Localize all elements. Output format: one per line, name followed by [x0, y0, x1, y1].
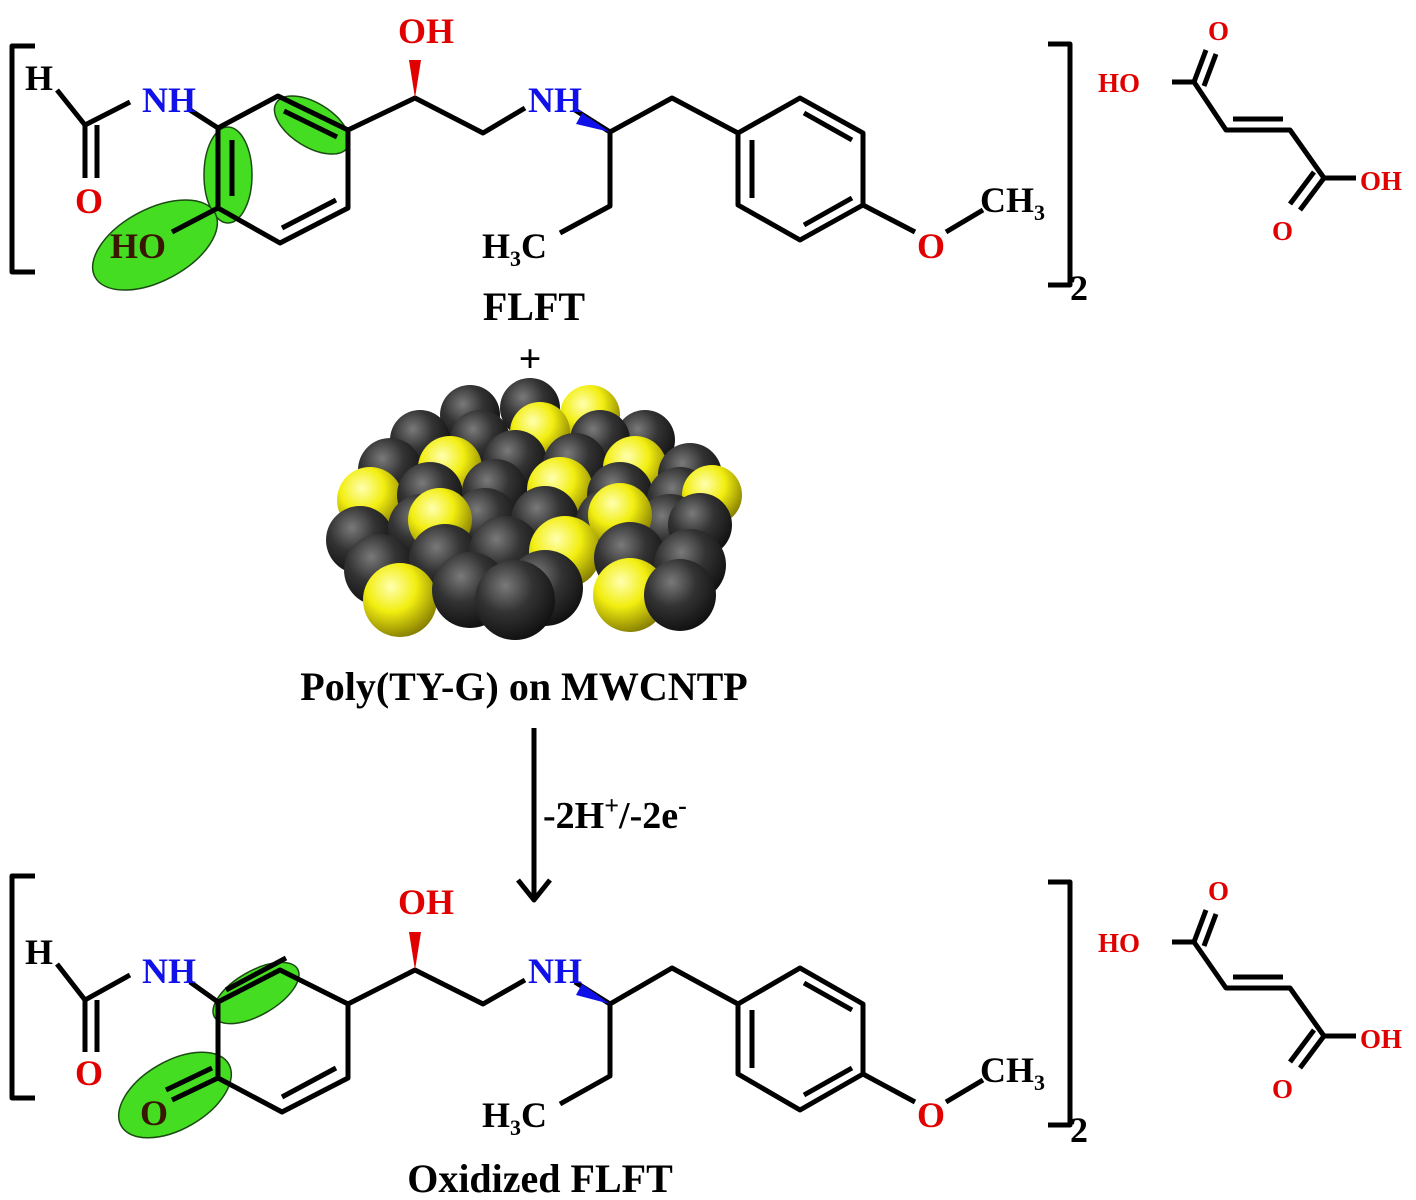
formyl-double-bond — [82, 1000, 100, 1052]
amine-nh-label: NH — [528, 951, 582, 991]
formyl-double-bond — [82, 125, 100, 178]
catalyst-sphere-cluster — [326, 378, 742, 640]
methoxy-bonds — [861, 202, 985, 235]
fumaric-acid-bottom: O HO OH O — [1098, 876, 1402, 1104]
amine-wedge — [576, 984, 610, 1004]
hydroxyl-label: OH — [398, 882, 454, 922]
quinone-highlight — [117, 1051, 233, 1139]
fumarate-carbonyl-lower — [1288, 170, 1326, 212]
fumarate-o-lower: O — [1272, 216, 1293, 246]
aldehyde-h-label: H — [25, 58, 53, 98]
amide-bond — [188, 979, 220, 1005]
benzyl-bonds — [608, 965, 740, 1007]
aldehyde-h-label: H — [25, 932, 53, 972]
aromatic-inner-bonds — [229, 108, 339, 231]
fumaric-acid-top: O HO OH O — [1098, 16, 1402, 246]
formyl-bonds — [55, 962, 132, 1003]
right-bracket — [1048, 41, 1073, 288]
amide-nh-label: NH — [142, 80, 196, 120]
methyl-label: CH3 — [980, 1050, 1045, 1095]
ethyl-h-label: H3C — [482, 226, 547, 271]
carbonyl-o-label: O — [75, 1053, 103, 1093]
hydroxyl-label: OH — [398, 11, 454, 51]
fumarate-acid-left: HO — [1098, 68, 1140, 98]
amide-nh-label: NH — [142, 951, 196, 991]
hydroxyl-wedge — [409, 932, 421, 970]
formyl-bonds — [55, 88, 132, 128]
methoxyphenyl-ring — [735, 95, 866, 243]
amide-bond — [188, 107, 220, 131]
phenol-bond — [170, 205, 220, 235]
ether-o-label: O — [917, 226, 945, 266]
fumarate-o-lower: O — [1272, 1074, 1293, 1104]
fumarate-o-upper: O — [1208, 876, 1229, 906]
ethyl-h-label: H3C — [482, 1095, 547, 1140]
methoxyphenyl-inner-bonds — [749, 980, 854, 1098]
fumarate-carbonyl-upper — [1191, 909, 1219, 947]
plus-sign: + — [519, 336, 542, 381]
right-bracket — [1048, 879, 1073, 1128]
dark-sphere — [644, 559, 716, 631]
fumarate-chain — [1172, 939, 1356, 1039]
arrow-head — [516, 878, 552, 903]
fumarate-acid-right: OH — [1360, 166, 1402, 196]
fumarate-acid-right: OH — [1360, 1024, 1402, 1054]
methoxyphenyl-ring — [735, 965, 866, 1113]
hydroxyl-wedge — [409, 60, 421, 98]
benzyl-bonds — [608, 95, 740, 136]
amine-nh-label: NH — [528, 80, 582, 120]
side-chain-bonds — [346, 967, 527, 1007]
reactant-name: FLFT — [483, 284, 586, 329]
fumarate-acid-left: HO — [1098, 928, 1140, 958]
quinone-o-label: O — [140, 1093, 168, 1133]
reactant-multiplier: 2 — [1070, 268, 1088, 308]
reactant-flft: H O NH HO OH NH H3C O CH3 2 — [9, 11, 1088, 308]
fumarate-o-upper: O — [1208, 16, 1229, 46]
methoxyphenyl-inner-bonds — [749, 110, 854, 228]
product-multiplier: 2 — [1070, 1110, 1088, 1150]
product-oxidized-flft: H O NH O OH NH H3C O CH3 2 — [9, 873, 1088, 1150]
quinonoid-inner-bonds — [224, 955, 338, 1100]
yellow-sphere — [363, 563, 437, 637]
quinone-carbonyl — [164, 1065, 220, 1103]
fumarate-chain — [1172, 79, 1356, 181]
yellow-sphere — [593, 558, 667, 632]
left-bracket — [9, 873, 35, 1101]
product-name: Oxidized FLFT — [407, 1156, 673, 1200]
fumarate-carbonyl-upper — [1191, 49, 1219, 87]
alkene-highlight — [212, 961, 300, 1025]
ether-o-label: O — [917, 1095, 945, 1135]
fumarate-carbonyl-lower — [1288, 1028, 1326, 1070]
carbonyl-o-label: O — [75, 181, 103, 221]
dark-sphere — [475, 560, 555, 640]
reaction-condition: -2H+/-2e- — [543, 791, 687, 837]
side-chain-bonds — [346, 95, 527, 136]
reaction-arrow — [516, 728, 552, 903]
catalyst-name: Poly(TY-G) on MWCNTP — [300, 664, 747, 709]
left-bracket — [9, 43, 35, 275]
methyl-label: CH3 — [980, 180, 1045, 225]
methoxy-bonds — [861, 1071, 985, 1105]
amine-wedge — [576, 113, 610, 132]
phenol-label: HO — [110, 226, 166, 266]
